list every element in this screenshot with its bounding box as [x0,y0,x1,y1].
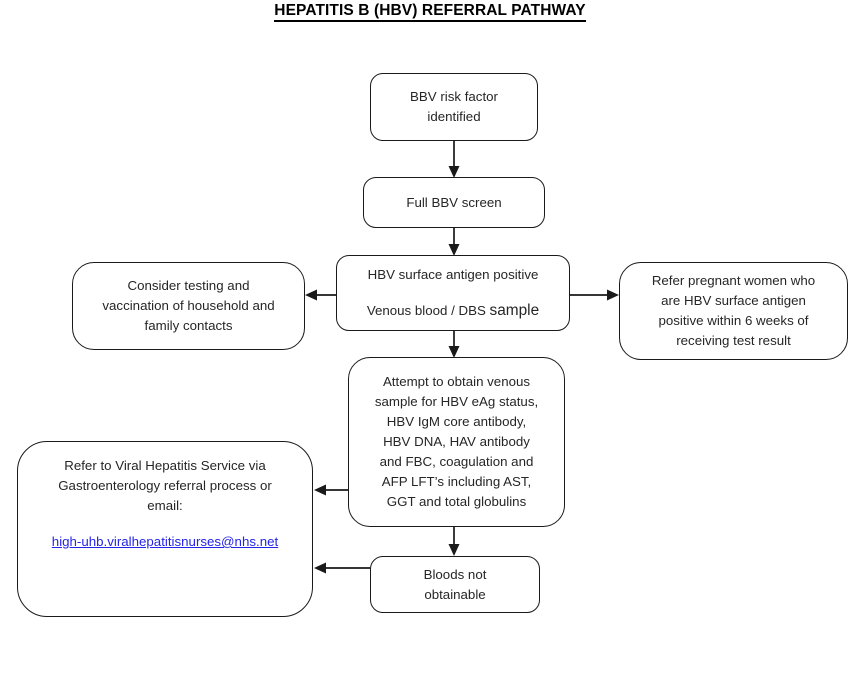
node-line: are HBV surface antigen [661,293,806,308]
email-link[interactable]: high-uhb.viralhepatitisnurses@nhs.net [51,534,279,549]
page-title: HEPATITIS B (HBV) REFERRAL PATHWAY [0,2,860,22]
node-line: and FBC, coagulation and [379,454,534,469]
node-line: identified [427,109,481,124]
connector-venous-sample-to-bloods [448,527,460,556]
connector-hbv-positive-to-venous-sample [448,330,460,358]
node-line: Consider testing and [127,278,250,293]
node-line: GGT and total globulins [386,494,527,509]
venous-blood-prefix: Venous blood / DBS [366,303,490,318]
connector-hbv-positive-to-contacts [305,289,336,301]
node-line: Attempt to obtain venous [382,374,531,389]
node-line: AFP LFT’s including AST, [381,474,532,489]
connector-venous-sample-to-refer-service [314,484,348,496]
node-line: obtainable [424,586,486,602]
node-refer-viral-hepatitis-service[interactable]: Refer to Viral Hepatitis Service via Gas… [17,441,313,617]
node-line: receiving test result [676,333,791,348]
connector-risk-factor-to-full-screen [448,140,460,178]
node-hbv-surface-antigen-positive[interactable]: HBV surface antigen positive Venous bloo… [336,255,570,331]
node-household-family-contacts[interactable]: Consider testing and vaccination of hous… [72,262,305,350]
node-line-venous-blood: Venous blood / DBS sample [367,301,539,321]
node-refer-pregnant-women[interactable]: Refer pregnant women who are HBV surface… [619,262,848,360]
node-bbv-risk-factor[interactable]: BBV risk factor identified [370,73,538,141]
node-line: HBV IgM core antibody, [386,414,527,429]
node-attempt-venous-sample[interactable]: Attempt to obtain venous sample for HBV … [348,357,565,527]
sample-word: sample [489,302,540,319]
node-line: HBV DNA, HAV antibody [383,434,530,449]
node-line: BBV risk factor [410,89,498,104]
node-line: Full BBV screen [406,194,502,210]
node-line: family contacts [144,318,233,333]
node-line: Gastroenterology referral process or [58,478,272,493]
node-line: HBV surface antigen positive [367,267,539,282]
connector-full-screen-to-hbv-positive [448,227,460,256]
node-line: Bloods not [423,566,487,582]
node-line: positive within 6 weeks of [658,313,809,328]
node-bloods-not-obtainable[interactable]: Bloods not obtainable [370,556,540,613]
node-line: vaccination of household and [102,298,275,313]
page-title-text: HEPATITIS B (HBV) REFERRAL PATHWAY [274,2,586,22]
connector-bloods-to-refer-service [314,562,370,574]
node-line: Refer pregnant women who [651,273,816,288]
node-line: Refer to Viral Hepatitis Service via [64,458,266,473]
node-line: email: [147,498,183,513]
node-full-bbv-screen[interactable]: Full BBV screen [363,177,545,228]
node-line: sample for HBV eAg status, [374,394,539,409]
connector-hbv-positive-to-pregnant [570,289,619,301]
